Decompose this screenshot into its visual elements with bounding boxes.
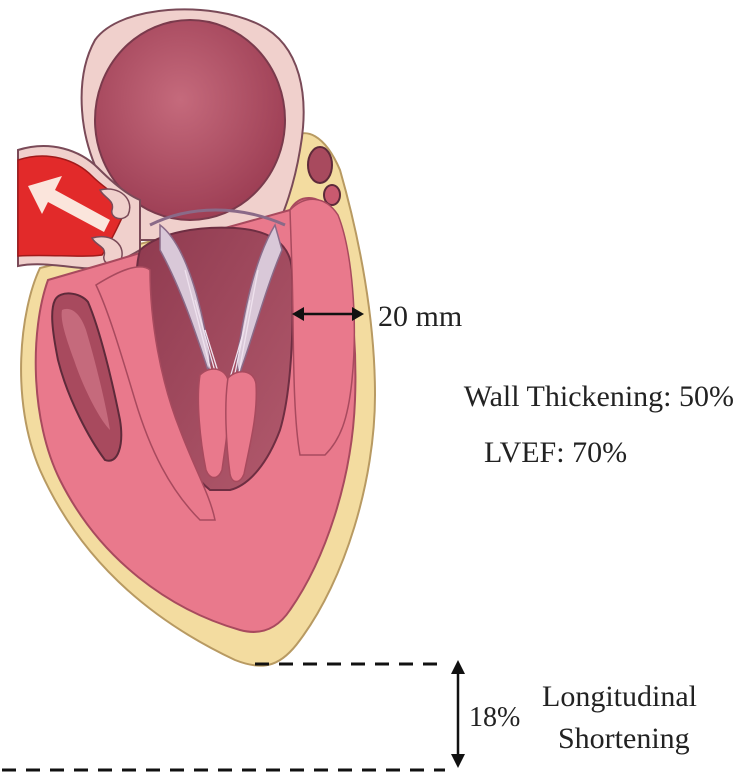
longitudinal-shortening-label-line2: Shortening (558, 724, 690, 754)
wall-thickening-label: Wall Thickening: 50% (464, 382, 734, 412)
lvef-label: LVEF: 70% (484, 438, 627, 468)
longitudinal-shortening-label-line1: Longitudinal (542, 682, 697, 712)
posterior-wall (290, 199, 354, 455)
shortening-arrow-icon (451, 660, 465, 768)
coronary-vessel (308, 147, 332, 183)
wall-thickness-label: 20 mm (378, 302, 462, 332)
coronary-vessel (324, 185, 340, 205)
longitudinal-shortening-value: 18% (469, 704, 520, 732)
